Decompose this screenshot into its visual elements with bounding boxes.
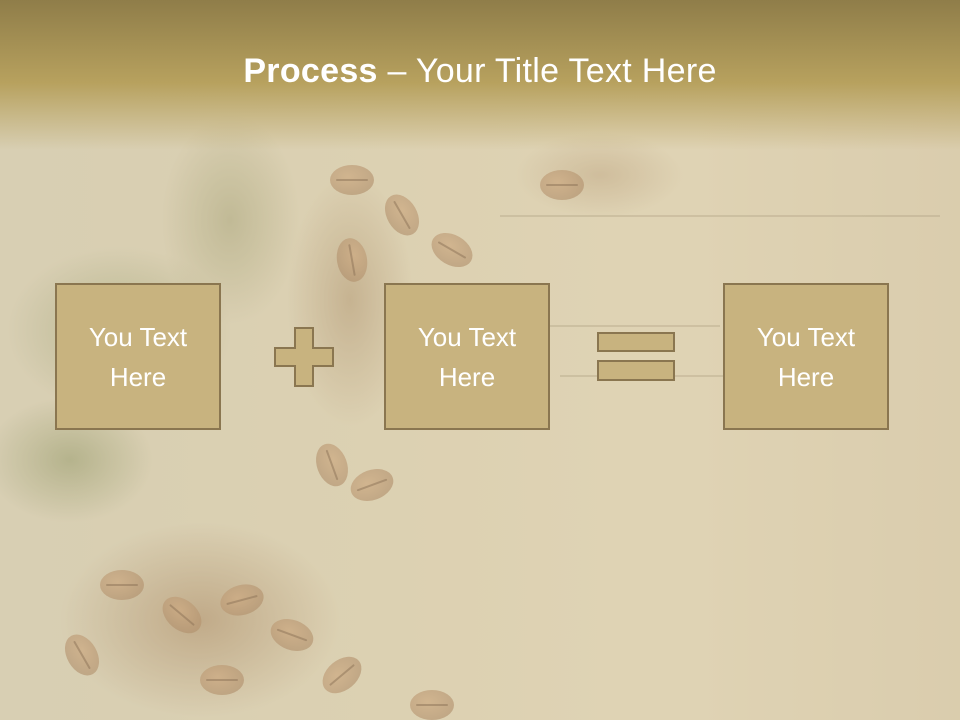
coffee-bean — [410, 690, 454, 720]
plus-icon — [273, 326, 335, 388]
wood-grain-line — [500, 215, 940, 217]
title-bar — [0, 0, 960, 150]
process-box-1[interactable]: You Text Here — [55, 283, 221, 430]
coffee-bean — [330, 165, 374, 195]
coffee-bean — [540, 170, 584, 200]
equals-icon — [596, 331, 676, 385]
slide-title[interactable]: Process – Your Title Text Here — [0, 52, 960, 91]
process-box-label: You Text Here — [88, 321, 188, 392]
process-box-label: You Text Here — [417, 321, 517, 392]
process-box-label: You Text Here — [756, 321, 856, 392]
wood-grain-line — [520, 325, 720, 327]
title-bold: Process — [243, 52, 378, 90]
coffee-bean — [200, 665, 244, 695]
coffee-bean — [100, 570, 144, 600]
process-box-3[interactable]: You Text Here — [723, 283, 889, 430]
title-rest: – Your Title Text Here — [377, 52, 717, 90]
process-box-2[interactable]: You Text Here — [384, 283, 550, 430]
